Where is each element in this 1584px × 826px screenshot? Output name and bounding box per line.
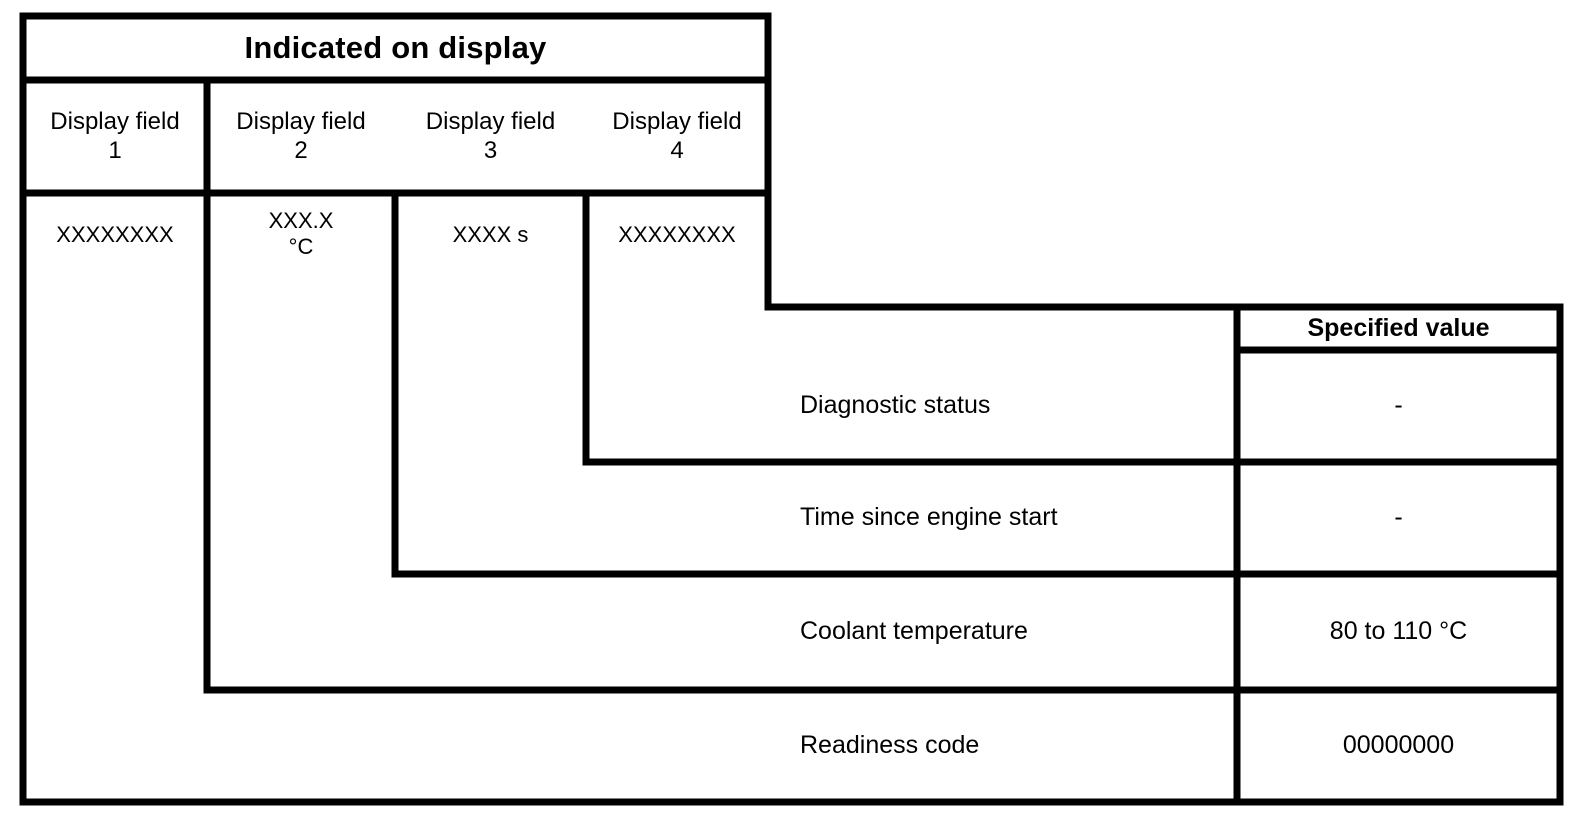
value-display-field-4: XXXXXXXX [618,222,736,248]
row-label-time-since-engine-start: Time since engine start [800,503,1058,532]
row-value-diagnostic-status: - [1394,391,1403,420]
row-label-readiness-code: Readiness code [800,731,980,760]
row-value-coolant-temperature: 80 to 110 °C [1329,617,1468,646]
column-header-display-field-2: Display field 2 [236,108,366,164]
column-header-display-field-4: Display field 4 [612,108,742,164]
column-header-display-field-1: Display field 1 [50,108,180,164]
row-value-time-since-engine-start: - [1394,503,1403,532]
value-display-field-1: XXXXXXXX [56,222,174,248]
spec-table-header: Specified value [1307,313,1490,342]
value-display-field-3: XXXX s [452,222,529,248]
value-display-field-2: XXX.X °C [268,208,334,259]
row-label-diagnostic-status: Diagnostic status [800,391,991,420]
row-label-coolant-temperature: Coolant temperature [800,617,1028,646]
column-header-display-field-3: Display field 3 [425,108,556,164]
row-value-readiness-code: 00000000 [1342,731,1455,760]
table-title: Indicated on display [244,29,547,65]
